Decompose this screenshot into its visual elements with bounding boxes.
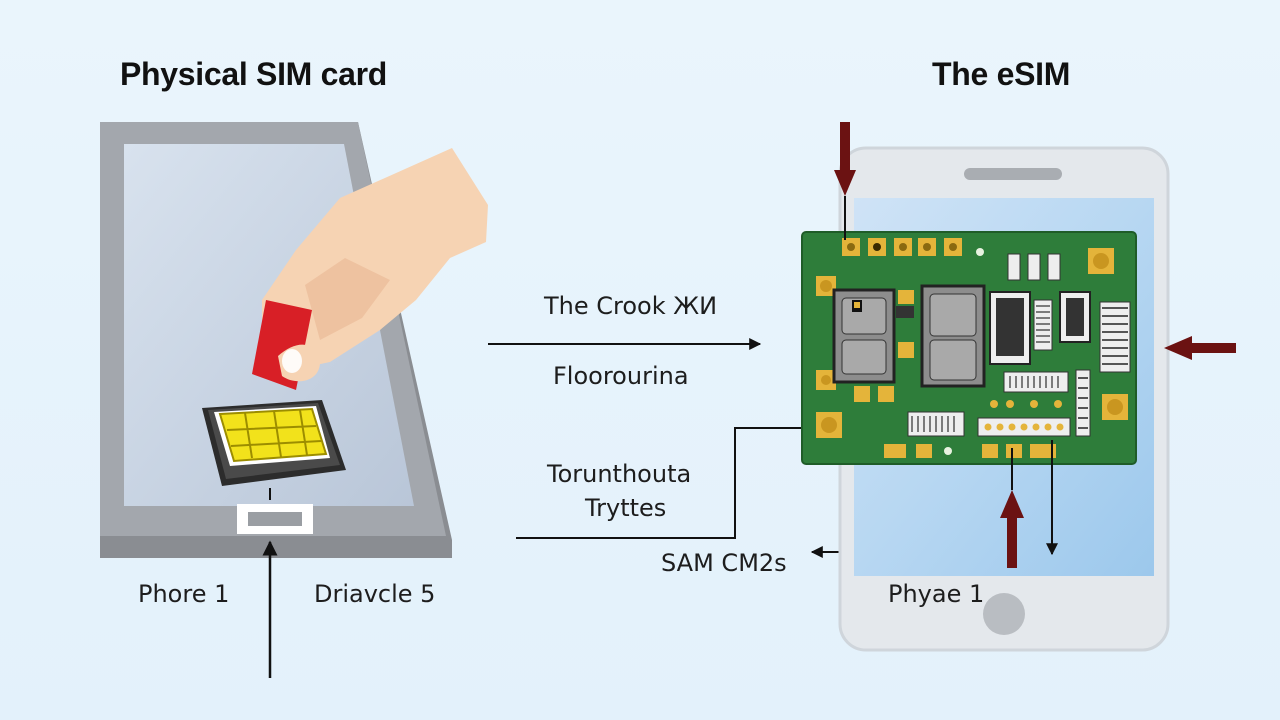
label-driavcle: Driavcle 5 bbox=[314, 580, 436, 608]
esim-title: The eSIM bbox=[932, 56, 1071, 92]
label-phyae: Phyae 1 bbox=[888, 580, 985, 608]
label-crook: The Crook ЖИ bbox=[544, 292, 718, 320]
esim-circuit-board bbox=[801, 231, 1137, 465]
label-sam: SAM CM2s bbox=[661, 549, 787, 577]
label-phore: Phore 1 bbox=[138, 580, 230, 608]
sim-chip-icon bbox=[218, 407, 328, 463]
up-arrow-icon bbox=[1000, 490, 1024, 518]
hand-icon bbox=[252, 148, 488, 390]
label-torunthouta: Torunthouta bbox=[547, 460, 692, 488]
left-arrow-icon bbox=[1164, 336, 1192, 360]
sim-card-tray bbox=[202, 400, 346, 486]
home-button-right bbox=[983, 593, 1025, 635]
speaker-icon bbox=[964, 168, 1062, 180]
connector-line bbox=[516, 427, 858, 539]
label-floorourina: Floorourina bbox=[553, 362, 689, 390]
down-arrow-icon bbox=[834, 170, 856, 196]
label-tryttes: Tryttes bbox=[585, 494, 667, 522]
physical-sim-title: Physical SIM card bbox=[120, 56, 388, 92]
dark-red-arrows bbox=[834, 122, 1236, 568]
